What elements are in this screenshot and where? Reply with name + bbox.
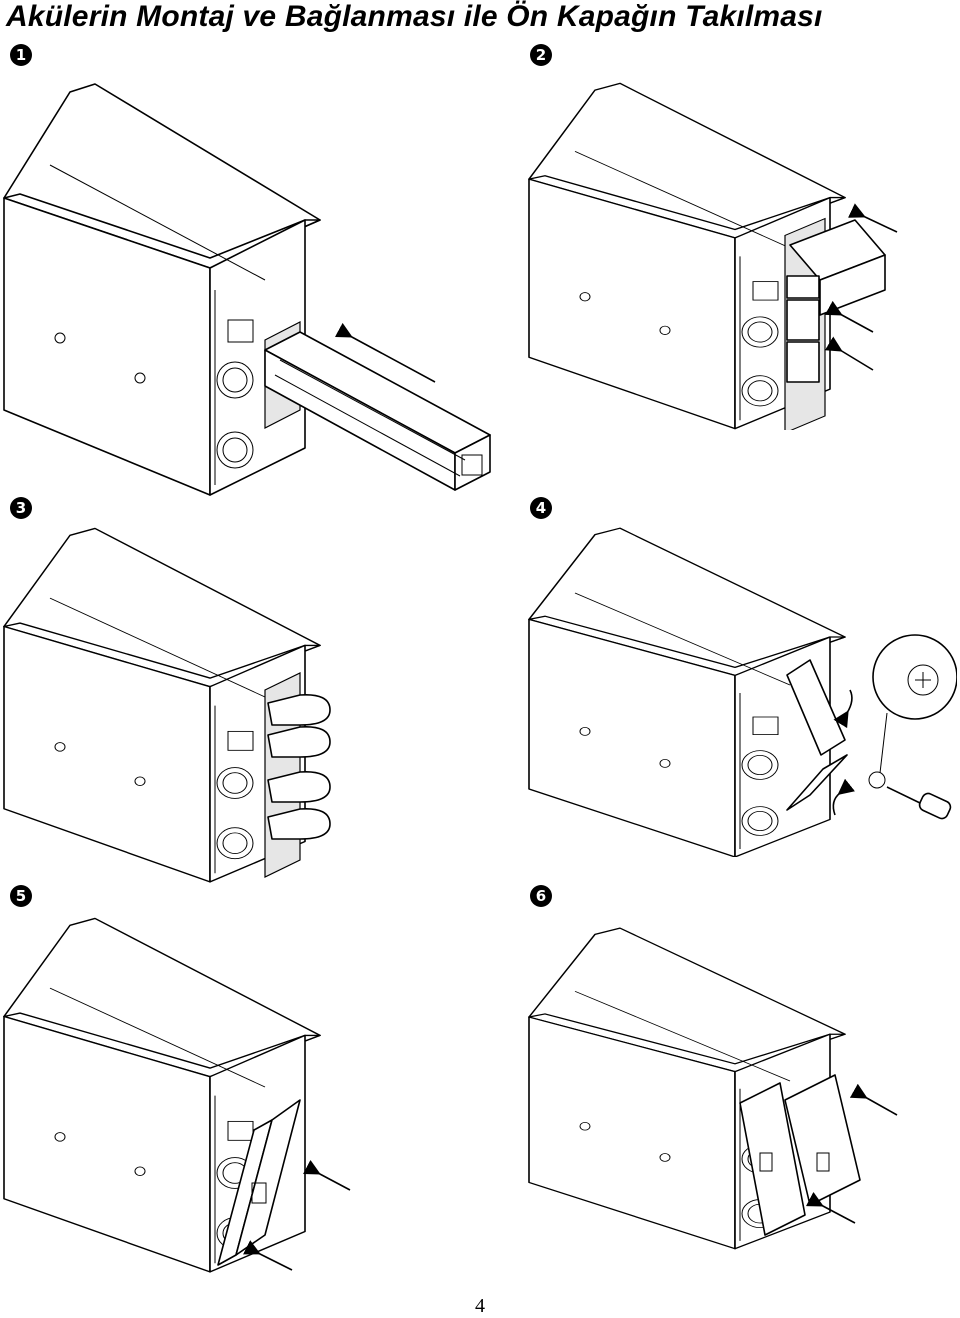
page-number: 4: [475, 1295, 485, 1317]
insert-battery-figure: [3, 83, 491, 496]
attach-bracket-screw-figure: [528, 527, 957, 857]
step-number-3: 3: [10, 497, 32, 519]
step-number-2: 2: [530, 44, 552, 66]
insert-battery-modules-figure: [528, 82, 898, 430]
close-front-panel-figure: [528, 927, 898, 1250]
step-number-5: 5: [10, 885, 32, 907]
page-title: Akülerin Montaj ve Bağlanması ile Ön Kap…: [6, 0, 823, 33]
step-number-6: 6: [530, 885, 552, 907]
step-number-4: 4: [530, 497, 552, 519]
connect-battery-connectors-figure: [3, 527, 331, 883]
attach-front-panel-figure: [3, 917, 351, 1273]
step-number-1: 1: [10, 44, 32, 66]
